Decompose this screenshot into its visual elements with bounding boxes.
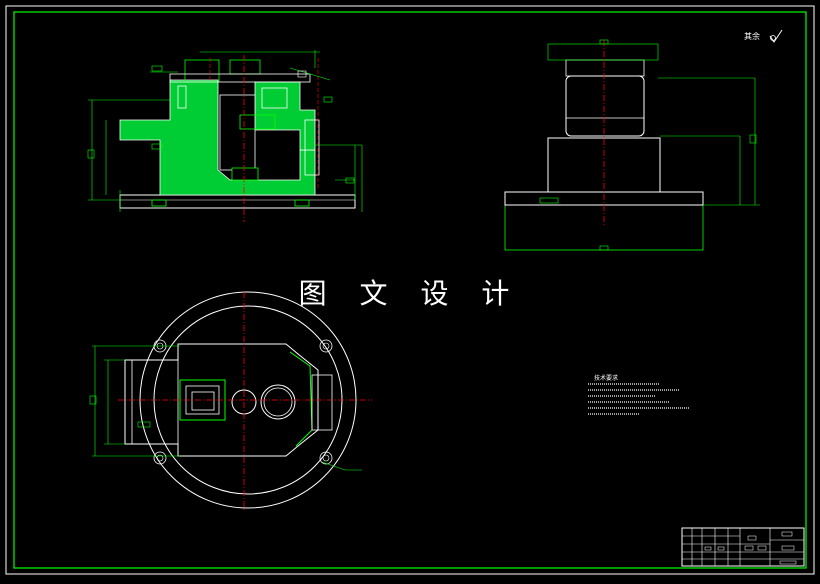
inner-border bbox=[13, 11, 807, 569]
roughness-symbol bbox=[769, 29, 783, 43]
roughness-note: 其余 bbox=[744, 32, 760, 41]
tech-requirements-title: 技术要求 bbox=[594, 375, 619, 382]
side-view bbox=[504, 39, 760, 251]
section-hatch bbox=[119, 79, 316, 196]
front-section-view bbox=[87, 50, 363, 222]
tech-requirements-lines bbox=[588, 383, 690, 415]
title-block bbox=[681, 527, 805, 567]
watermark-text: 图 文 设 计 bbox=[298, 277, 522, 310]
top-view bbox=[89, 291, 372, 512]
outer-border bbox=[5, 5, 815, 575]
